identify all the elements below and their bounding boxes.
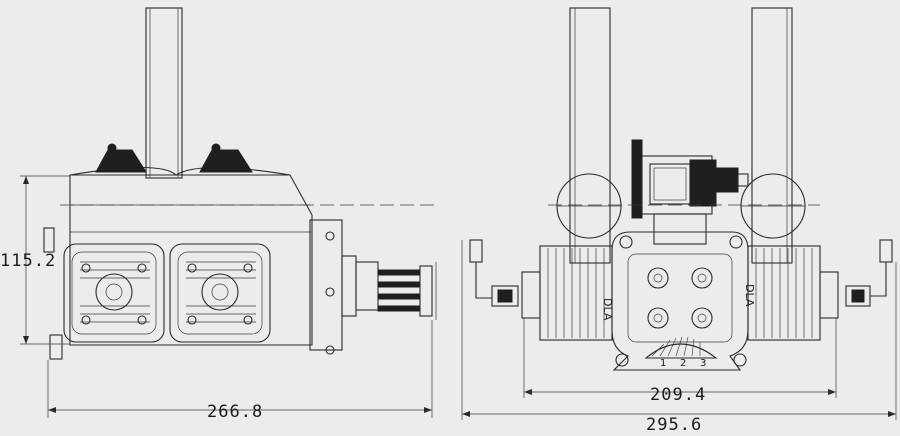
left-cylinder-head-2 — [169, 243, 271, 343]
bottom-number-2: 2 — [680, 358, 686, 369]
right-spark-plug-left — [461, 239, 519, 307]
left-spark-cap-2 — [199, 149, 253, 173]
right-pipe-right — [751, 7, 793, 264]
left-cylinder-head-1 — [63, 243, 165, 343]
right-bottom-fan — [644, 343, 718, 359]
brand-label-left: DLA — [601, 298, 614, 321]
right-dimensions — [461, 262, 897, 420]
dim-cylinder-span-label: 209.4 — [650, 385, 706, 405]
left-rear-flange — [309, 219, 343, 351]
left-dimensions — [20, 175, 433, 418]
right-ignition-module — [631, 139, 749, 245]
dim-height-label: 115.2 — [0, 251, 56, 271]
right-crankcase — [611, 231, 749, 371]
bottom-number-1: 1 — [660, 358, 666, 369]
right-cylinder-right — [747, 245, 839, 341]
left-crankcase — [69, 174, 313, 346]
left-pipe — [145, 7, 183, 179]
right-cylinder-left — [521, 245, 613, 341]
left-spark-cap-1 — [95, 149, 147, 173]
dim-side-width-label: 295.6 — [646, 415, 702, 435]
right-engine-view: DLA DLA 1 2 3 — [461, 7, 893, 371]
right-pipe-left — [569, 7, 611, 264]
right-spark-plug-right — [845, 239, 893, 307]
brand-label-right: DLA — [743, 284, 756, 307]
bottom-number-3: 3 — [700, 358, 706, 369]
dim-front-width-label: 266.8 — [207, 402, 263, 422]
left-engine-view — [43, 7, 440, 360]
left-prop-hub — [377, 269, 421, 312]
